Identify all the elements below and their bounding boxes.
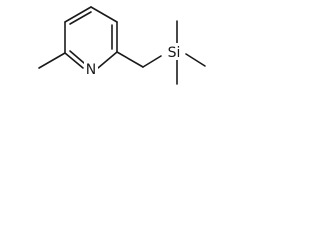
atom-label-silicon: Si (163, 43, 185, 61)
chemical-structure-diagram: N Si (38, 6, 206, 85)
pyridine-ring (64, 6, 118, 69)
si-methyl-bond-right (185, 53, 206, 67)
silicon-label: Si (168, 45, 181, 61)
ring-bond-c3-c4 (90, 6, 118, 23)
ring-double-bond-c4-c5 (69, 11, 92, 25)
ring-double-bond-c6-n (69, 50, 85, 64)
methyl-bond (38, 52, 66, 69)
methylene-bond (116, 51, 144, 68)
atom-label-nitrogen: N (84, 60, 98, 78)
ring-bond-n-c2 (97, 51, 118, 69)
nitrogen-label: N (86, 62, 96, 78)
methylene-si-bond (142, 55, 162, 68)
ring-bond-c6-n (64, 52, 84, 69)
ring-bond-c4-c5 (64, 6, 92, 23)
